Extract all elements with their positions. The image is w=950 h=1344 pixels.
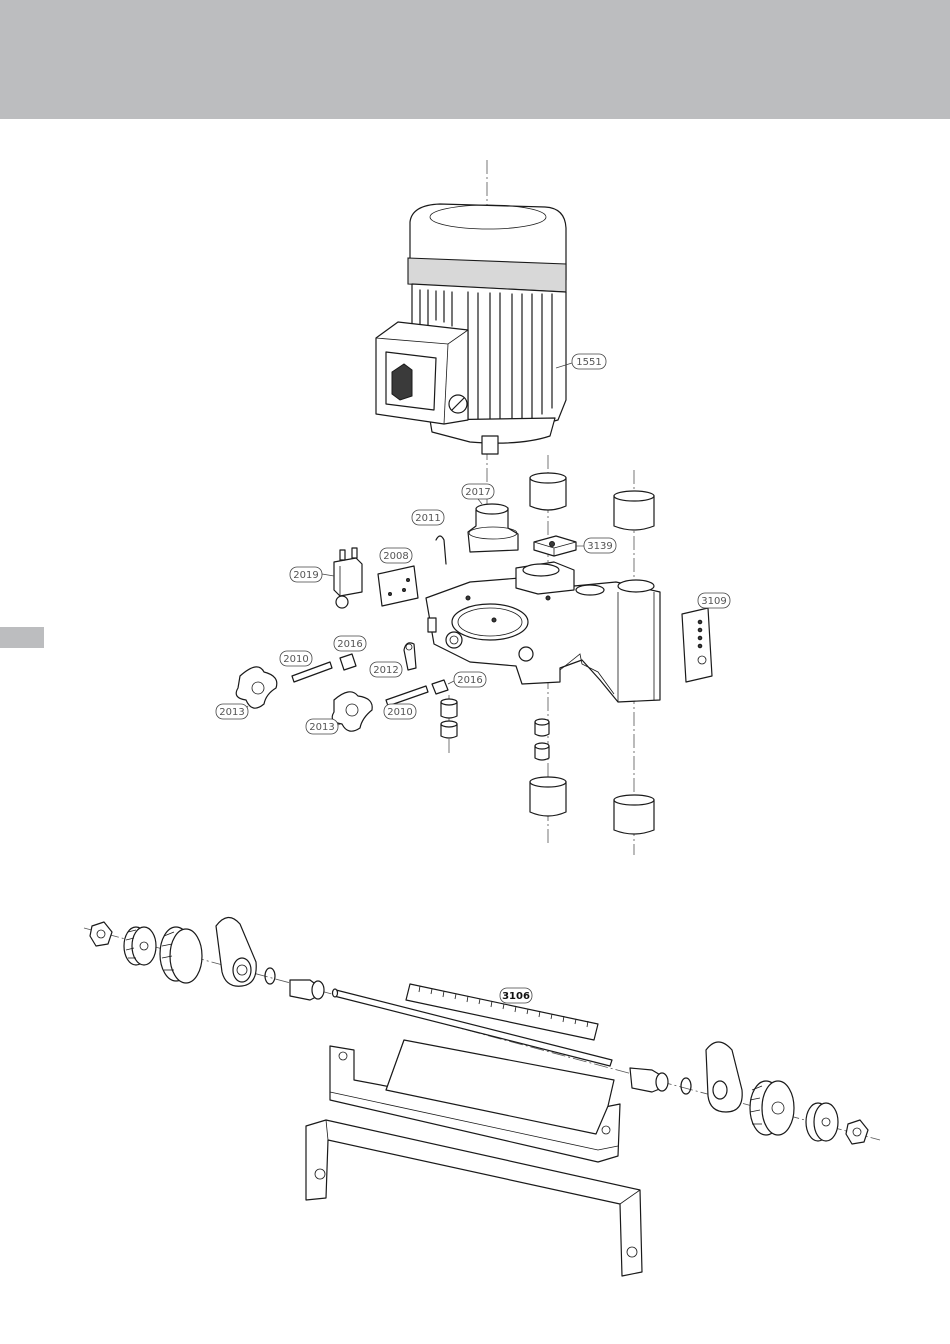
base-assembly: 2017 2011 3139 2008 2019	[216, 455, 730, 855]
callout-1551: 1551	[576, 357, 601, 368]
callout-2016-upper: 2016	[337, 639, 362, 650]
callout-2016-lower: 2016	[457, 675, 482, 686]
callout-2010-lower: 2010	[387, 707, 412, 718]
callout-2011: 2011	[415, 513, 440, 524]
callout-2013-right: 2013	[309, 722, 334, 733]
callout-3106: 3106	[502, 991, 530, 1002]
callout-3139: 3139	[587, 541, 612, 552]
motor-assembly: 1551	[376, 160, 606, 520]
callout-2010-upper: 2010	[283, 654, 308, 665]
callout-2019: 2019	[293, 570, 318, 581]
callout-3109: 3109	[701, 596, 726, 607]
callout-2012: 2012	[373, 665, 398, 676]
callout-2013-left: 2013	[219, 707, 244, 718]
callout-2008: 2008	[383, 551, 408, 562]
roller-assembly: 3106	[84, 917, 880, 1276]
callout-2017: 2017	[465, 487, 490, 498]
